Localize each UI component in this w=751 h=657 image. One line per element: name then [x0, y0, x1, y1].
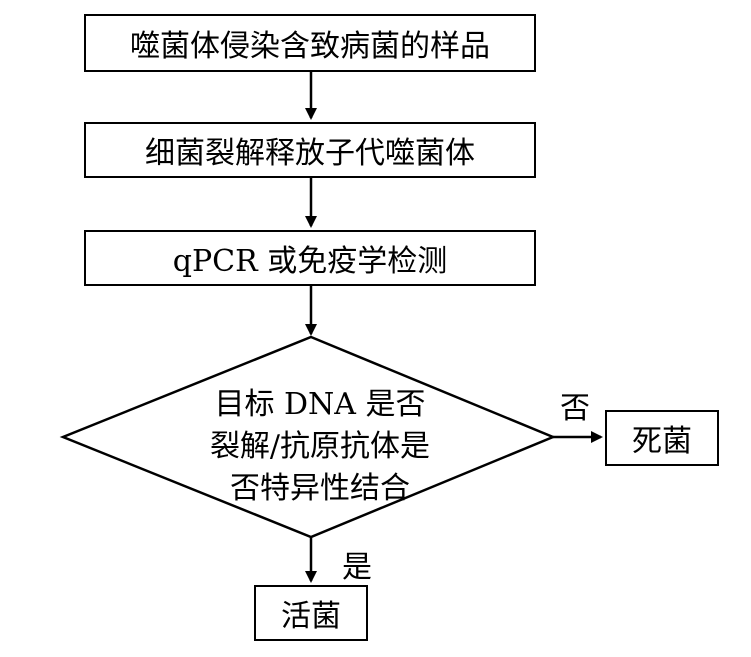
result-dead-bacteria-text: 死菌	[632, 424, 692, 459]
step-detection-box: qPCR 或免疫学检测	[84, 230, 536, 286]
step-phage-infection-text: 噬菌体侵染含致病菌的样品	[130, 29, 490, 64]
decision-question: 目标 DNA 是否 裂解/抗原抗体是 否特异性结合	[170, 384, 470, 510]
branch-no-label: 否	[560, 391, 590, 426]
step-detection-text: qPCR 或免疫学检测	[172, 244, 448, 279]
decision-line-2: 裂解/抗原抗体是	[209, 429, 431, 464]
decision-line-1: 目标 DNA 是否	[214, 387, 426, 422]
decision-line-3: 否特异性结合	[230, 471, 410, 506]
step-phage-infection-box: 噬菌体侵染含致病菌的样品	[84, 14, 536, 72]
step-bacterial-lysis-text: 细菌裂解释放子代噬菌体	[145, 136, 475, 171]
step-bacterial-lysis-box: 细菌裂解释放子代噬菌体	[84, 122, 536, 178]
result-live-bacteria-box: 活菌	[254, 585, 368, 641]
branch-yes-label: 是	[342, 550, 372, 585]
result-dead-bacteria-box: 死菌	[605, 410, 719, 466]
result-live-bacteria-text: 活菌	[281, 599, 341, 634]
